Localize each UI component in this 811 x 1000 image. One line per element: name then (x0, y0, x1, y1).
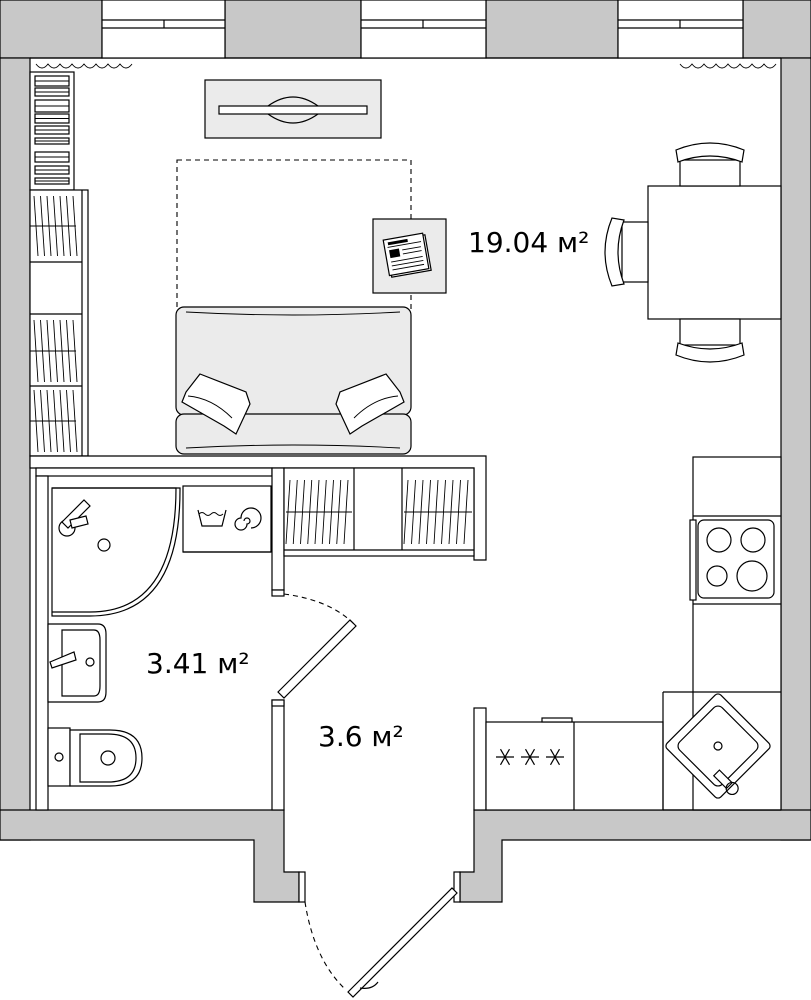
toilet (47, 727, 143, 787)
area-label-hallway: 3.6 м² (318, 720, 404, 753)
curtain-left (35, 63, 133, 69)
hallway-wardrobe (283, 467, 475, 557)
shower (51, 487, 181, 617)
kitchen-sink (665, 693, 771, 799)
stove-burner-icon (706, 527, 768, 592)
curtain-right (679, 63, 777, 69)
washing-machine-icon (197, 507, 262, 531)
coffee-table (372, 218, 447, 294)
sofa (175, 306, 412, 455)
newspaper-icon (382, 232, 432, 278)
faucet-icon (58, 499, 91, 537)
tv-stand (204, 79, 382, 139)
oven (496, 717, 573, 766)
chair-bottom (675, 318, 745, 363)
chair-left (604, 217, 649, 287)
area-label-bathroom: 3.41 м² (146, 647, 250, 680)
oven-icon (496, 748, 564, 766)
window-middle (360, 0, 487, 59)
pillow-left (181, 373, 251, 435)
bathroom-door (271, 589, 357, 707)
washing-machine (182, 485, 272, 553)
bookshelf (29, 71, 75, 191)
bathroom-sink (47, 623, 107, 703)
bathroom (47, 485, 357, 787)
pillow-right (335, 373, 405, 435)
kitchen (485, 456, 782, 811)
stove (689, 519, 775, 601)
window-right (617, 0, 744, 59)
area-label-living: 19.04 м² (468, 226, 589, 259)
entrance-door (298, 871, 461, 998)
windows (35, 0, 777, 69)
chair-top (675, 142, 745, 187)
dining-set (604, 142, 782, 363)
window-left (101, 0, 226, 59)
outer-walls (0, 0, 811, 903)
wardrobe-left (29, 189, 89, 457)
